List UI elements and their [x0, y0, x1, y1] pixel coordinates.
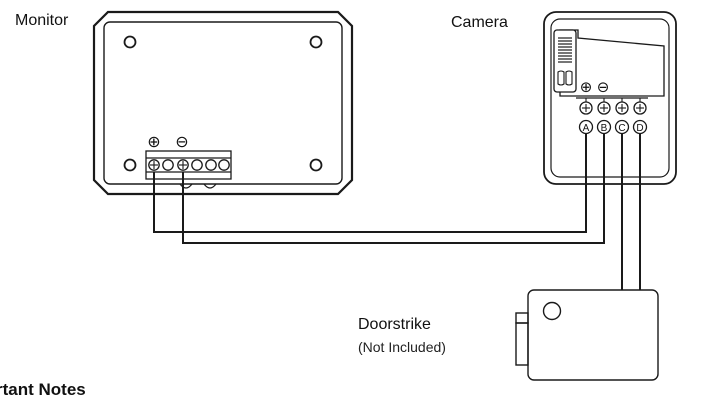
- camera-terminal-letter: A: [583, 123, 590, 134]
- monitor-terminal-screws: [148, 159, 230, 171]
- camera-terminal-letter: C: [618, 123, 625, 134]
- monitor-foot-right: [203, 183, 217, 189]
- monitor-screw-top-right: [309, 35, 323, 49]
- monitor-terminal-screw-5: [205, 159, 217, 171]
- important-notes-heading: rtant Notes: [0, 380, 86, 399]
- monitor-screw-bottom-left: [123, 158, 137, 172]
- wire-monitor-minus-to-camera-b: [182, 134, 605, 244]
- monitor-plus-symbol: ⊕: [147, 132, 160, 151]
- monitor-terminal-screw-6: [218, 159, 230, 171]
- doorstrike-note: (Not Included): [358, 339, 446, 355]
- camera-terminal-letter: B: [601, 123, 608, 134]
- wire-monitor-plus-to-camera-a: [153, 134, 587, 233]
- doorstrike-label: Doorstrike: [358, 316, 431, 333]
- monitor-terminal-screw-2: [162, 159, 174, 171]
- camera-unit: [543, 11, 677, 185]
- monitor-screw-bottom-right: [309, 158, 323, 172]
- camera-terminal-letter: D: [636, 123, 643, 134]
- monitor-terminal-screw-4: [191, 159, 203, 171]
- doorstrike-bolt: [542, 301, 562, 321]
- camera-led-slot-right: [565, 70, 573, 86]
- doorstrike-unit: [515, 289, 659, 381]
- monitor-terminal-screw-3: [177, 159, 189, 171]
- monitor-inner-panel: [103, 21, 343, 185]
- wiring: [153, 134, 641, 290]
- camera-inner-frame: [550, 18, 670, 178]
- camera-lens-module: [553, 29, 577, 93]
- monitor-screw-top-left: [123, 35, 137, 49]
- camera-outer-frame: [543, 11, 677, 185]
- monitor-terminal-screw-1: [148, 159, 160, 171]
- doorstrike-latch: [515, 312, 529, 324]
- camera-minus-symbol: ⊖: [597, 78, 610, 96]
- monitor-outer-frame: [92, 10, 354, 196]
- camera-terminal-b: B: [596, 98, 612, 135]
- monitor-foot-left: [179, 183, 193, 189]
- monitor-minus-symbol: ⊖: [175, 132, 188, 151]
- camera-plus-symbol: ⊕: [580, 78, 593, 96]
- camera-terminal-d: D: [632, 98, 648, 135]
- camera-speaker-grill: [558, 37, 572, 63]
- doorstrike-faceplate: [515, 322, 529, 366]
- monitor-label: Monitor: [15, 12, 69, 29]
- camera-terminal-c: C: [614, 98, 630, 135]
- camera-led-slot-left: [557, 70, 565, 86]
- camera-label: Camera: [451, 14, 508, 31]
- camera-board: [559, 29, 665, 97]
- monitor-unit: [92, 10, 354, 196]
- camera-terminal-a: A: [578, 98, 594, 135]
